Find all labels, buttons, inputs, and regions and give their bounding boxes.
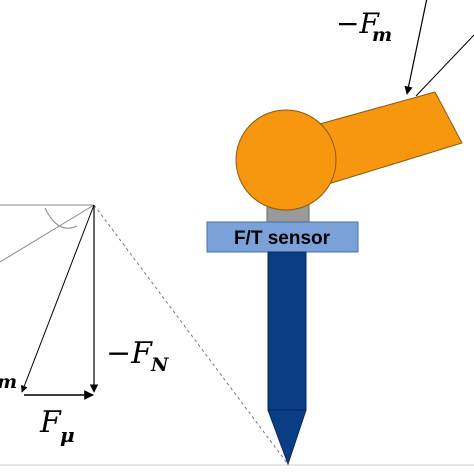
resultant-force-label: m bbox=[0, 371, 17, 393]
friction-force-label: F μ bbox=[39, 405, 75, 447]
svg-text:−F: −F bbox=[106, 336, 153, 371]
tool-tip bbox=[267, 409, 307, 466]
resultant-force-arrow bbox=[20, 204, 95, 393]
svg-text:F: F bbox=[39, 405, 62, 440]
robot-joint bbox=[235, 109, 337, 211]
svg-text:m: m bbox=[372, 24, 392, 46]
svg-text:−F: −F bbox=[336, 7, 380, 40]
applied-force-arrow bbox=[404, 0, 428, 95]
diagonal-reference-line bbox=[0, 204, 95, 263]
normal-force-label: −F N bbox=[106, 336, 169, 376]
applied-force-label: −F m bbox=[336, 7, 392, 46]
svg-text:μ: μ bbox=[60, 423, 75, 447]
ft-sensor-label: F/T sensor bbox=[234, 228, 331, 249]
angle-arc bbox=[44, 207, 78, 229]
applied-force-helper-line bbox=[415, 34, 474, 97]
svg-text:N: N bbox=[150, 354, 169, 376]
force-decomposition bbox=[0, 204, 288, 464]
tool-shaft bbox=[267, 251, 307, 411]
